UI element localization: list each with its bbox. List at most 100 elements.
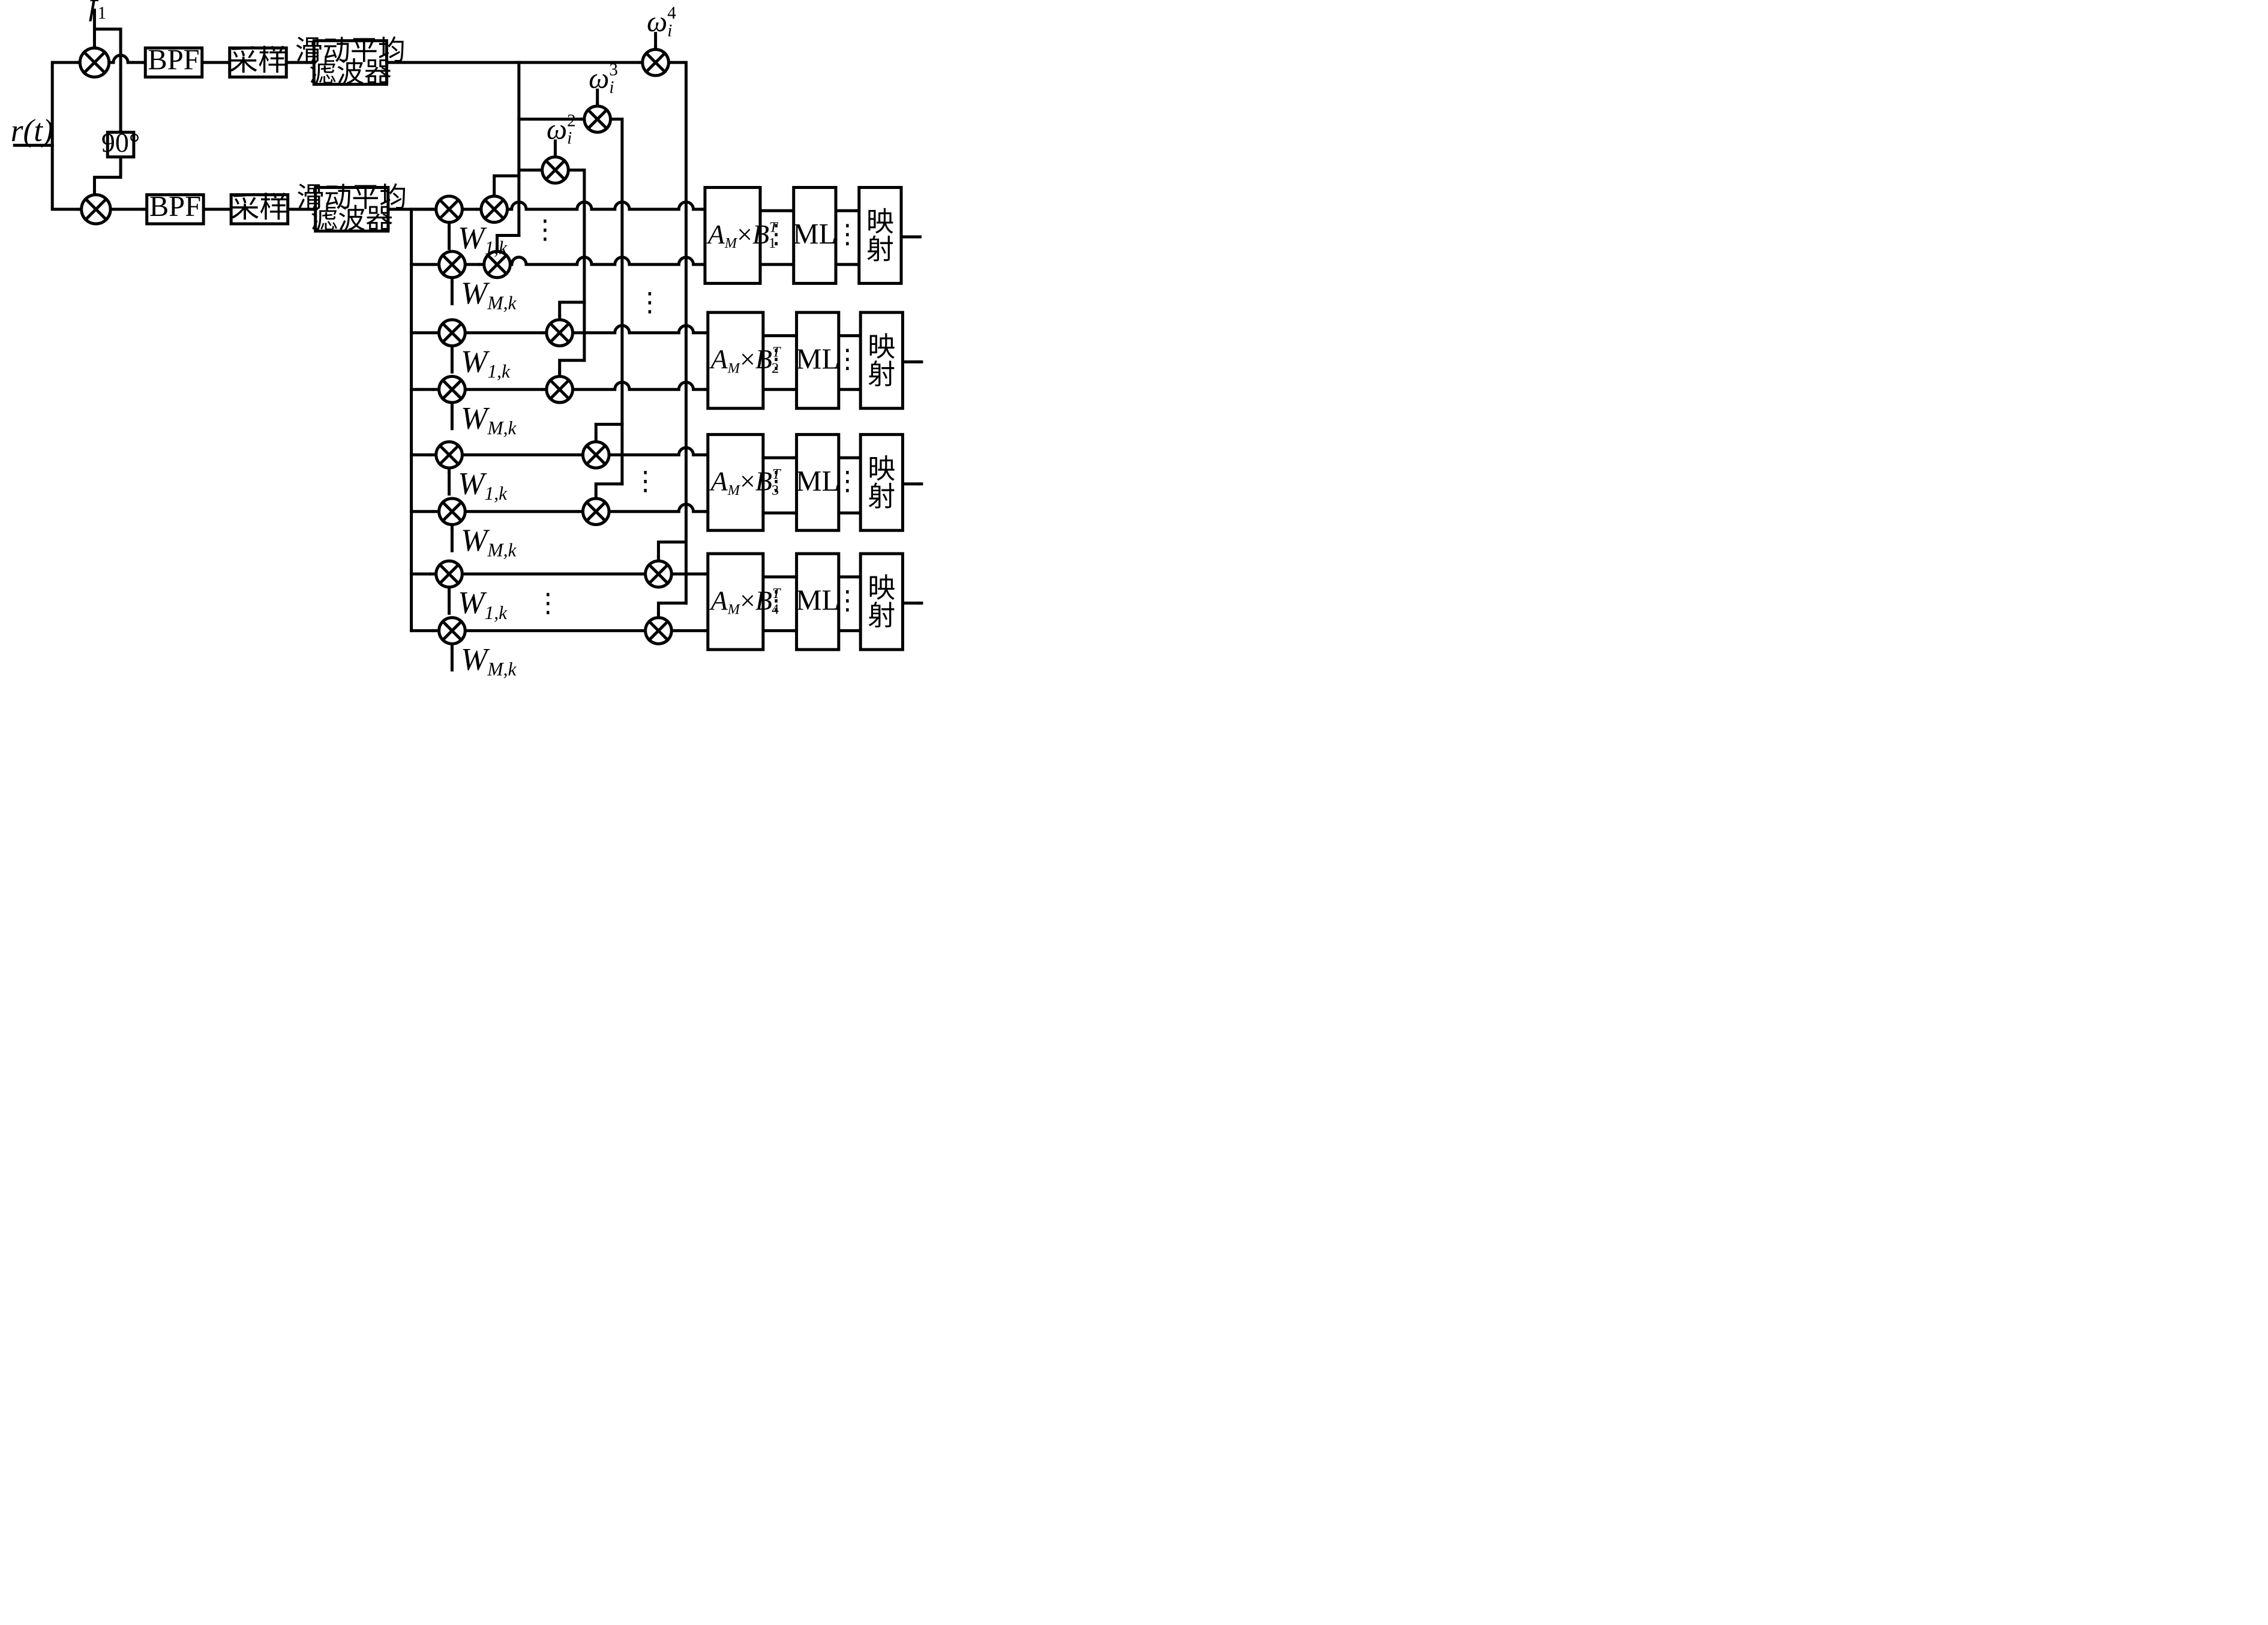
group4-matrix-a: A (709, 585, 728, 615)
group1-matrix-a-sub: M (724, 235, 738, 251)
row3-omega-mixer (545, 318, 575, 348)
omega4-base: ω (647, 6, 667, 38)
row3-weight-mixer (437, 318, 467, 348)
group2-map-box (859, 311, 904, 410)
group1-dots-a: ⋮ (763, 220, 790, 249)
bus-to-g1r1 (492, 174, 521, 199)
q-mixer (80, 193, 112, 226)
omega2-feed-r4 (557, 359, 586, 377)
i-mixer (78, 46, 111, 79)
group2-ml-box (795, 311, 841, 410)
i-bpf-box (143, 46, 204, 79)
row6-weight-label: WM,k (461, 522, 517, 561)
group4-matrix-a-sub: M (727, 601, 741, 617)
bus-to-g1r2 (495, 233, 521, 253)
i-mixer-to-bpf (107, 53, 147, 65)
group3-map-box (859, 432, 904, 532)
i-filter-line2: 滤波器 (309, 56, 392, 88)
omega2-bus (566, 168, 586, 362)
row3-weight-label-base: W (461, 344, 490, 379)
omega3-feed-r5 (594, 422, 624, 442)
row5-weight-mixer (434, 440, 464, 470)
dots-row-g4: ⋮ (535, 589, 562, 618)
group1-map-box (857, 186, 903, 285)
row7-weight-label-base: W (458, 585, 487, 620)
row1-weight-label-base: W (458, 220, 487, 256)
row3-to-matrix (572, 324, 710, 335)
row4-omega-mixer (545, 374, 575, 404)
row4-weight-label-sub: M,k (487, 417, 517, 438)
group4-map-line2: 射 (868, 599, 895, 632)
group4-map-box (859, 552, 904, 651)
q-sampler-box (229, 193, 290, 226)
row2-weight-label: WM,k (461, 275, 517, 314)
dots-row-g1: ⋮ (532, 216, 559, 245)
omega3-mixer (583, 104, 612, 134)
omega2-sup: 2 (567, 111, 576, 130)
omega2-sub: i (567, 128, 572, 148)
row7-weight-label-sub: 1,k (485, 602, 508, 623)
row6-weight-label-base: W (461, 522, 490, 558)
q-filter-box (314, 186, 390, 233)
row4-weight-label: WM,k (461, 401, 517, 439)
signal-wires (13, 8, 923, 672)
omega3-base: ω (589, 63, 609, 95)
group4-matrix-times: × (740, 585, 755, 615)
q-bpf-label: BPF (149, 191, 201, 223)
omega3-sub: i (609, 77, 614, 97)
omega4-mixer (641, 47, 670, 77)
row1-weight-label: W1,k (458, 220, 508, 259)
oscillator-sub: 1 (98, 4, 107, 23)
oscillator-label: f1 (89, 0, 106, 23)
row1-weight-mixer (434, 194, 464, 224)
group4-matrix-b-sup: T (772, 585, 781, 601)
row6-omega-mixer (581, 497, 611, 527)
group1-ml-box (792, 186, 838, 285)
group4-dots-a: ⋮ (763, 586, 790, 615)
q-sampler-label: 采样 (230, 191, 289, 224)
row8-weight-label-sub: M,k (487, 659, 517, 680)
i-split (50, 61, 82, 147)
group4-matrix-b-sub: 4 (772, 601, 779, 617)
phase-shift-label: 90° (101, 127, 140, 158)
group2-matrix-a-sub: M (727, 360, 741, 376)
omega4-bus (667, 61, 688, 605)
row1-to-matrix (507, 200, 707, 211)
group2-matrix-times: × (740, 344, 755, 374)
omega4-feed-r7 (656, 540, 688, 561)
i-bpf-label: BPF (148, 44, 199, 76)
group1-map-line2: 射 (866, 233, 894, 266)
omega4-sup: 4 (667, 4, 676, 23)
group4-map-line1: 映 (868, 572, 895, 604)
group1-ml-label: ML (793, 218, 837, 250)
group4-dots-b: ⋮ (835, 586, 861, 615)
row5-omega-mixer (581, 440, 611, 470)
row2-to-matrix (510, 256, 707, 266)
group2-map-line1: 映 (868, 331, 895, 363)
omega3-sup: 3 (609, 60, 618, 79)
group4-ml-box (795, 552, 841, 651)
row8-omega-mixer (644, 616, 673, 645)
row2-omega-mixer (482, 250, 512, 280)
row7-weight-mixer (434, 559, 464, 589)
group4-matrix-b: B (755, 585, 772, 615)
group3-matrix-a: A (709, 465, 728, 496)
f1-branch (92, 27, 123, 136)
omega3-bus (608, 118, 624, 486)
phase-shift-box (106, 130, 136, 159)
row7-omega-mixer (644, 559, 673, 589)
i-sampler-box (228, 46, 288, 79)
group2-ml-label: ML (796, 343, 839, 375)
diagram-nodes (78, 39, 904, 651)
row8-weight-label-base: W (461, 642, 490, 677)
group2-dots-b: ⋮ (835, 345, 861, 374)
group1-matrix-a: A (706, 218, 725, 249)
q-filter-line1: 滑动平均 (296, 181, 407, 213)
group1-matrix-b-sub: 1 (769, 235, 776, 251)
group3-map-line2: 射 (868, 480, 895, 512)
